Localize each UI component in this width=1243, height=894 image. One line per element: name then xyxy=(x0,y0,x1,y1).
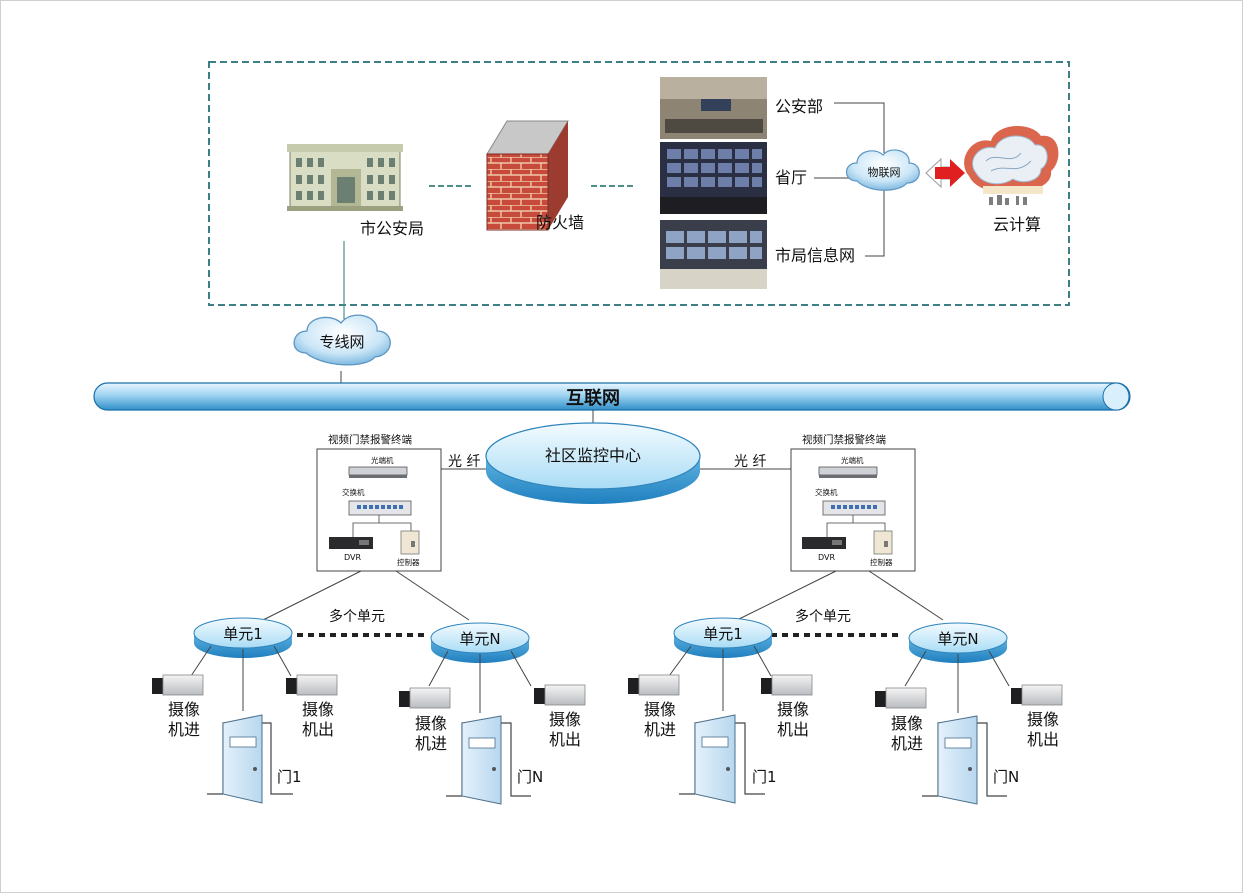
dvr-label-right: DVR xyxy=(818,553,835,562)
camera-in-label-4b: 机进 xyxy=(891,734,923,753)
controller-icon xyxy=(873,530,893,555)
camera-in-label-2b: 机进 xyxy=(415,734,447,753)
camera-icon xyxy=(1011,684,1063,706)
camera-out-label-1b: 机出 xyxy=(302,720,334,739)
camera-out-label-1a: 摄像 xyxy=(302,700,334,719)
camera-icon xyxy=(286,674,338,696)
video-wall-photo xyxy=(660,142,767,214)
camera-out-label-2a: 摄像 xyxy=(549,710,581,729)
fiber-label-right: 光 纤 xyxy=(734,454,766,470)
terminal-title-right: 视频门禁报警终端 xyxy=(802,433,886,446)
city-police-label: 市公安局 xyxy=(360,219,424,238)
internet-bus xyxy=(93,382,1131,411)
upper-zone-border xyxy=(208,61,1070,306)
unit-node xyxy=(430,622,530,663)
unit-node xyxy=(908,622,1008,663)
camera-in-label-2a: 摄像 xyxy=(415,714,447,733)
optical-transceiver-icon xyxy=(818,466,878,478)
firewall-label: 防火墙 xyxy=(536,213,584,232)
iot-cloud-icon xyxy=(845,149,920,191)
iot-label: 物联网 xyxy=(868,165,901,179)
door-icon xyxy=(207,714,293,804)
camera-icon xyxy=(875,687,927,709)
unit-n-label-right: 单元N xyxy=(937,630,978,648)
multi-units-label-right: 多个单元 xyxy=(795,608,851,625)
door-icon xyxy=(922,715,1007,805)
controller-icon xyxy=(400,530,420,555)
firewall-icon xyxy=(486,120,569,231)
control-room-photo xyxy=(660,220,767,289)
monitoring-room-photo xyxy=(660,77,767,139)
unit-node xyxy=(673,617,773,658)
ministry-label: 公安部 xyxy=(775,97,823,116)
dvr-icon xyxy=(329,537,373,549)
optical-label-right: 光端机 xyxy=(841,455,864,465)
switch-icon xyxy=(348,500,412,516)
dvr-icon xyxy=(802,537,846,549)
dedicated-net-label: 专线网 xyxy=(319,333,364,351)
door-icon xyxy=(446,715,531,805)
camera-in-label-1a: 摄像 xyxy=(168,700,200,719)
controller-label-left: 控制器 xyxy=(397,557,420,567)
dvr-label-left: DVR xyxy=(344,553,361,562)
unit-1-label-left: 单元1 xyxy=(223,625,263,643)
dedicated-net-cloud-icon xyxy=(293,314,391,366)
camera-icon xyxy=(534,684,586,706)
door-1-label-right: 门1 xyxy=(752,768,777,786)
camera-in-label-1b: 机进 xyxy=(168,720,200,739)
multi-units-label-left: 多个单元 xyxy=(329,608,385,625)
monitoring-center-label: 社区监控中心 xyxy=(545,446,641,465)
city-police-building-icon xyxy=(287,144,403,211)
camera-icon xyxy=(152,674,204,696)
city-info-net-label: 市局信息网 xyxy=(775,246,855,265)
camera-in-label-3a: 摄像 xyxy=(644,700,676,719)
unit-node xyxy=(193,617,293,658)
fiber-label-left: 光 纤 xyxy=(448,454,480,470)
door-n-label-right: 门N xyxy=(993,768,1019,786)
switch-label-left: 交换机 xyxy=(342,487,365,497)
optical-label-left: 光端机 xyxy=(371,455,394,465)
switch-label-right: 交换机 xyxy=(815,487,838,497)
door-n-label-left: 门N xyxy=(517,768,543,786)
camera-out-label-4a: 摄像 xyxy=(1027,710,1059,729)
camera-icon xyxy=(628,674,680,696)
unit-n-label-left: 单元N xyxy=(459,630,500,648)
unit-1-label-right: 单元1 xyxy=(703,625,743,643)
internet-label: 互联网 xyxy=(566,388,620,409)
controller-label-right: 控制器 xyxy=(870,557,893,567)
camera-icon xyxy=(761,674,813,696)
camera-icon xyxy=(399,687,451,709)
province-label: 省厅 xyxy=(775,168,807,187)
cloud-computing-icon xyxy=(964,125,1059,205)
door-icon xyxy=(679,714,765,804)
camera-out-label-3a: 摄像 xyxy=(777,700,809,719)
door-1-label-left: 门1 xyxy=(277,768,302,786)
cloud-computing-label: 云计算 xyxy=(993,215,1041,234)
switch-icon xyxy=(822,500,886,516)
monitoring-center-node xyxy=(485,422,701,504)
camera-in-label-3b: 机进 xyxy=(644,720,676,739)
terminal-title-left: 视频门禁报警终端 xyxy=(328,433,412,446)
camera-out-label-4b: 机出 xyxy=(1027,730,1059,749)
camera-in-label-4a: 摄像 xyxy=(891,714,923,733)
camera-out-label-2b: 机出 xyxy=(549,730,581,749)
camera-out-label-3b: 机出 xyxy=(777,720,809,739)
bidirectional-arrow-icon xyxy=(925,157,965,189)
optical-transceiver-icon xyxy=(348,466,408,478)
